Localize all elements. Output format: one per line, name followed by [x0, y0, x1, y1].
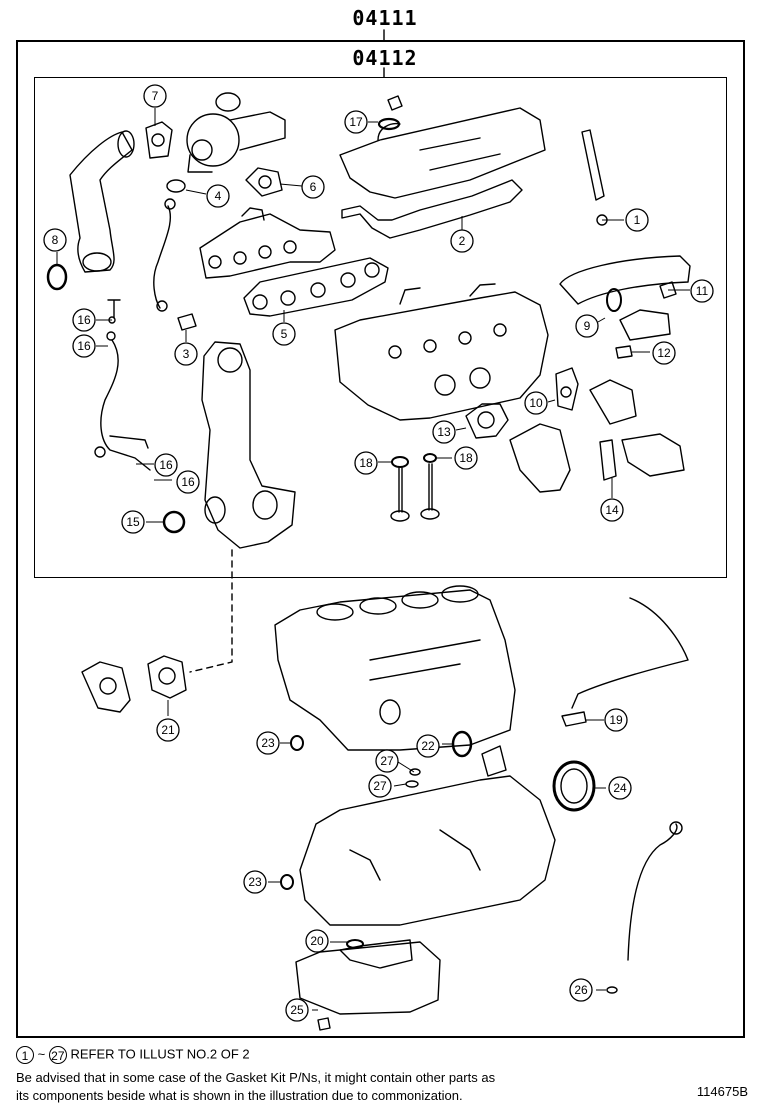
- callout-16b-circle: [72, 334, 96, 358]
- callout-label: 3: [183, 347, 190, 361]
- callout-label: 16: [77, 313, 91, 327]
- callout-2-circle: [450, 229, 474, 253]
- callout-1-circle: [625, 208, 649, 232]
- callout-label: 26: [574, 983, 588, 997]
- callout-10-circle: [524, 391, 548, 415]
- callout-22-circle: [416, 734, 440, 758]
- cylinder-head-drawing: [334, 283, 549, 421]
- callout-6-circle: [301, 175, 325, 199]
- callout-13-circle: [432, 420, 456, 444]
- callout-24-circle: [608, 776, 632, 800]
- callout-label: 23: [261, 736, 275, 750]
- advisory-note-line-1: Be advised that in some case of the Gask…: [16, 1070, 496, 1085]
- cylinder-block-drawing: [274, 585, 516, 751]
- callout-19-circle: [604, 708, 628, 732]
- illustration-id: 114675B: [696, 1084, 748, 1099]
- callout-label: 16: [77, 339, 91, 353]
- exhaust-manifold-drawing: [199, 207, 336, 279]
- callout-label: 21: [161, 723, 175, 737]
- callout-label: 27: [373, 779, 387, 793]
- callout-14-circle: [600, 498, 624, 522]
- callout-label: 16: [181, 475, 195, 489]
- callout-label: 14: [605, 503, 619, 517]
- callout-label: 18: [359, 456, 373, 470]
- callout-16d-circle: [176, 470, 200, 494]
- callout-23a-circle: [256, 731, 280, 755]
- ref-text: REFER TO ILLUST NO.2 OF 2: [70, 1046, 250, 1062]
- callout-9-circle: [575, 314, 599, 338]
- callout-label: 16: [159, 458, 173, 472]
- callout-20-circle: [305, 929, 329, 953]
- callout-label: 7: [152, 89, 159, 103]
- callout-27b-circle: [368, 774, 392, 798]
- callout-26-circle: [569, 978, 593, 1002]
- inner-kit-code: 04112: [352, 46, 418, 70]
- turbocharger-drawing: [186, 92, 286, 173]
- oil-pan-drawing: [299, 775, 556, 926]
- callout-18b-circle: [454, 446, 478, 470]
- outer-kit-code: 04111: [352, 6, 418, 30]
- callout-label: 27: [380, 754, 394, 768]
- inner-kit-frame: [34, 77, 727, 578]
- ref-tilde: ~: [37, 1046, 46, 1062]
- ref-end-circle: 27: [48, 1046, 67, 1064]
- callout-8-circle: [43, 228, 67, 252]
- callout-label: 2: [459, 234, 466, 248]
- callout-17-circle: [344, 110, 368, 134]
- callout-label: 8: [52, 233, 59, 247]
- callout-label: 23: [248, 875, 262, 889]
- callout-23b-circle: [243, 870, 267, 894]
- reference-note: 1 ~ 27 REFER TO ILLUST NO.2 OF 2: [16, 1046, 250, 1064]
- cylinder-head-cover-drawing: [339, 107, 546, 199]
- callout-label: 18: [459, 451, 473, 465]
- callout-label: 10: [529, 396, 543, 410]
- callout-label: 6: [310, 180, 317, 194]
- callout-label: 1: [634, 213, 641, 227]
- callout-label: 4: [215, 189, 222, 203]
- callout-label: 24: [613, 781, 627, 795]
- callout-16a-circle: [72, 308, 96, 332]
- callout-label: 9: [584, 319, 591, 333]
- callout-16c-circle: [154, 453, 178, 477]
- outer-kit-frame: [16, 40, 745, 1038]
- callout-label: 5: [281, 327, 288, 341]
- callout-5-circle: [272, 322, 296, 346]
- callout-4-circle: [206, 184, 230, 208]
- callout-label: 11: [696, 284, 709, 298]
- callout-label: 12: [657, 346, 671, 360]
- callout-7-circle: [143, 84, 167, 108]
- timing-chain-cover-drawing: [201, 341, 296, 549]
- callout-12-circle: [652, 341, 676, 365]
- callout-label: 13: [437, 425, 451, 439]
- callout-label: 22: [421, 739, 435, 753]
- callout-leaders: [56, 108, 690, 1011]
- ref-start-circle: 1: [16, 1046, 34, 1064]
- callout-25-circle: [285, 998, 309, 1022]
- callout-label: 20: [310, 934, 324, 948]
- callout-label: 15: [126, 515, 140, 529]
- callout-27a-circle: [375, 749, 399, 773]
- callout-label: 17: [349, 115, 363, 129]
- callout-15-circle: [121, 510, 145, 534]
- callout-11-circle: [690, 279, 714, 303]
- exhaust-pipe-drawing: [69, 130, 135, 273]
- callout-3-circle: [174, 342, 198, 366]
- callout-18a-circle: [354, 451, 378, 475]
- callout-label: 19: [609, 713, 623, 727]
- callout-21-circle: [156, 718, 180, 742]
- callout-label: 25: [290, 1003, 304, 1017]
- advisory-note-line-2: its components beside what is shown in t…: [16, 1088, 463, 1103]
